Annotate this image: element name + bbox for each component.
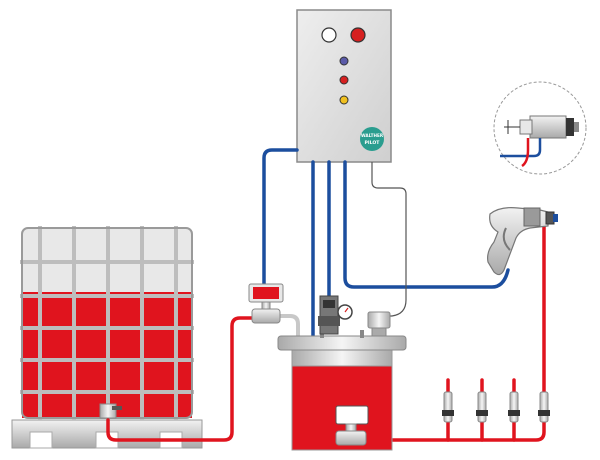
pump-actuator-indicator [253,287,279,299]
logo-bottom-text: PILOT [365,140,381,146]
white-lamp-icon [321,27,337,43]
red-lamp-icon [350,27,366,43]
outlet-valve-2 [476,391,488,423]
pressure-tank [277,295,407,451]
level-sensor [367,311,391,337]
air-regulator [318,295,353,335]
pallet-slot [29,431,53,449]
spray-gun [487,207,558,276]
outlet-valve-4 [538,391,550,423]
transfer-pump [248,283,284,324]
signal-line [371,162,407,317]
paint-lines [106,224,546,442]
air-line-to-pump-valve [262,148,299,288]
inset-nozzle [529,115,567,139]
sensor-body [367,311,391,329]
walther-pilot-logo: WALTHER PILOT [360,127,384,151]
air-line-to-spray-gun [343,160,510,289]
distribution-outlets [442,391,550,423]
nozzle-detail-inset [493,81,587,175]
ibc-tank [11,226,203,449]
control-panel: WALTHER PILOT [296,9,392,163]
outlet-valve-1 [442,391,454,423]
pump-body [251,308,281,324]
paint-line-to-spray-gun [368,224,546,442]
tank-cage [20,226,194,420]
tank-pump-actuator [335,405,369,425]
feed-pipe-to-tank [278,314,300,340]
outlet-valve-3 [508,391,520,423]
paint-line-tank-to-pump [106,316,254,442]
tank-pump-body [335,430,367,446]
blue-lamp-icon [339,56,349,66]
logo-top-text: WALTHER [361,133,384,138]
pressure-tank-lid [277,335,407,351]
logo-badge [360,127,384,151]
red-small-lamp-icon [339,75,349,85]
yellow-lamp-icon [339,95,349,105]
